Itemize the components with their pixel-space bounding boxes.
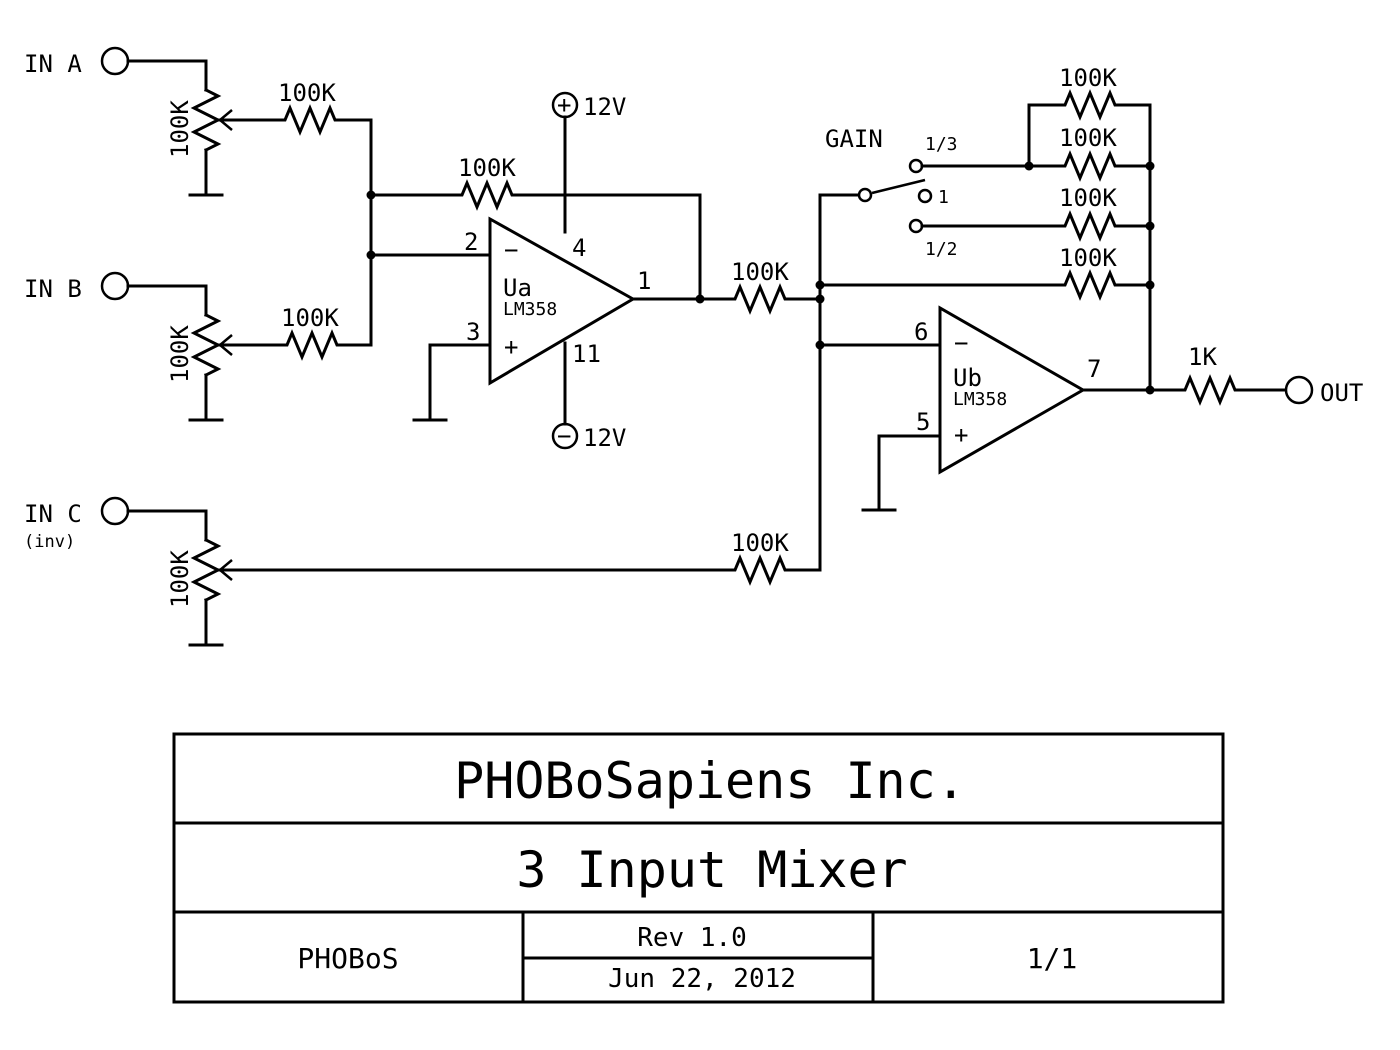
opamp-ua-plus: + bbox=[504, 333, 518, 361]
junction-dot bbox=[1145, 280, 1155, 290]
gain-resistor-2 bbox=[1058, 152, 1122, 180]
input-a-label: IN A bbox=[24, 50, 82, 78]
junction-dot bbox=[815, 294, 825, 304]
gain-resistor-2-value: 100K bbox=[1059, 124, 1117, 152]
input-c-sublabel: (inv) bbox=[24, 532, 75, 552]
ua-feedback-resistor bbox=[455, 181, 519, 209]
opamp-ub-pin7: 7 bbox=[1087, 355, 1101, 383]
opamp-ub-name: Ub bbox=[953, 364, 982, 392]
revision: Rev 1.0 bbox=[637, 923, 747, 953]
sheet-number: 1/1 bbox=[1027, 942, 1078, 975]
resistor-a bbox=[278, 106, 342, 134]
author: PHOBoS bbox=[297, 942, 398, 975]
opamp-ua-pin3: 3 bbox=[466, 318, 480, 346]
input-b-section: IN B 100K 100K bbox=[24, 271, 373, 422]
gain-switch-pos-1-3[interactable] bbox=[908, 158, 924, 174]
output-jack[interactable] bbox=[1284, 375, 1314, 405]
input-a-section: IN A 100K 100K bbox=[24, 46, 373, 347]
ua-feedback-resistor-value: 100K bbox=[458, 154, 516, 182]
input-c-jack[interactable] bbox=[100, 496, 130, 526]
input-a-jack[interactable] bbox=[100, 46, 130, 76]
opamp-ua-triangle bbox=[488, 216, 637, 386]
wire bbox=[126, 284, 208, 317]
pot-a-zigzag bbox=[190, 87, 222, 153]
resistor-a-value: 100K bbox=[278, 79, 336, 107]
wire bbox=[515, 193, 702, 301]
opamp-ua-part: LM358 bbox=[503, 299, 557, 320]
gain-switch-label: GAIN bbox=[825, 125, 883, 153]
opamp-ua-pin2: 2 bbox=[464, 228, 478, 256]
opamp-ua-pin1: 1 bbox=[637, 267, 651, 295]
wire bbox=[1027, 103, 1062, 168]
output-resistor bbox=[1178, 376, 1242, 404]
title-block-frame bbox=[172, 732, 1225, 1004]
wire bbox=[126, 59, 208, 92]
opamp-ub-minus: − bbox=[954, 329, 968, 357]
wire bbox=[1118, 103, 1152, 392]
gain-resistor-1 bbox=[1058, 91, 1122, 119]
wire bbox=[877, 434, 942, 512]
gain-resistor-3-value: 100K bbox=[1059, 184, 1117, 212]
wire bbox=[126, 509, 208, 542]
input-c-label: IN C bbox=[24, 500, 82, 528]
junction-dot bbox=[1145, 385, 1155, 395]
ua-output-resistor bbox=[728, 285, 792, 313]
gain-switch-pos-1-2[interactable] bbox=[908, 218, 924, 234]
gain-resistor-3 bbox=[1058, 212, 1122, 240]
pot-a-value: 100K bbox=[166, 100, 194, 158]
opamp-ub: − + Ub LM358 6 5 7 bbox=[914, 305, 1101, 475]
gain-resistor-4 bbox=[1058, 271, 1122, 299]
supply-negative-label: 12V bbox=[583, 424, 626, 452]
input-b-jack[interactable] bbox=[100, 271, 130, 301]
opamp-ua: − + Ua LM358 2 3 1 4 11 bbox=[464, 216, 651, 386]
supply-negative-symbol: − bbox=[557, 422, 571, 450]
gain-switch-pos-1-2-label: 1/2 bbox=[925, 239, 958, 260]
opamp-ua-pin4: 4 bbox=[572, 234, 586, 262]
junction-dot bbox=[695, 294, 705, 304]
junction-dot bbox=[1145, 161, 1155, 171]
wire bbox=[788, 193, 822, 572]
gain-switch-pos-1-3-label: 1/3 bbox=[925, 134, 958, 155]
date: Jun 22, 2012 bbox=[608, 964, 796, 994]
resistor-c bbox=[728, 556, 792, 584]
input-c-section: IN C (inv) 100K 100K bbox=[24, 193, 822, 647]
resistor-b-value: 100K bbox=[281, 304, 339, 332]
opamp-ub-plus: + bbox=[954, 421, 968, 449]
resistor-c-value: 100K bbox=[731, 529, 789, 557]
pot-c-zigzag bbox=[190, 537, 222, 603]
output-label: OUT bbox=[1320, 379, 1363, 407]
supply-positive-label: 12V bbox=[583, 93, 626, 121]
pot-c-value: 100K bbox=[166, 550, 194, 608]
opamp-ub-part: LM358 bbox=[953, 389, 1007, 410]
input-b-label: IN B bbox=[24, 275, 82, 303]
opamp-ub-triangle bbox=[938, 305, 1087, 475]
resistor-b bbox=[280, 331, 344, 359]
gain-switch-lever[interactable] bbox=[871, 178, 926, 195]
wire bbox=[338, 118, 373, 347]
gain-resistor-1-value: 100K bbox=[1059, 64, 1117, 92]
gain-switch-pos-1-label: 1 bbox=[938, 187, 949, 208]
opamp-ub-pin6: 6 bbox=[914, 318, 928, 346]
pot-b-zigzag bbox=[190, 312, 222, 378]
opamp-ub-pin5: 5 bbox=[916, 408, 930, 436]
title-block: PHOBoSapiens Inc. 3 Input Mixer PHOBoS R… bbox=[172, 732, 1225, 1004]
schematic-title: 3 Input Mixer bbox=[516, 841, 907, 899]
opamp-ua-name: Ua bbox=[503, 274, 532, 302]
opamp-ua-pin11: 11 bbox=[572, 340, 601, 368]
junction-dot bbox=[1145, 221, 1155, 231]
gain-resistor-4-value: 100K bbox=[1059, 244, 1117, 272]
output-resistor-value: 1K bbox=[1188, 343, 1217, 371]
gain-switch-common[interactable] bbox=[857, 187, 873, 203]
opamp-ua-minus: − bbox=[504, 236, 518, 264]
ua-output-resistor-value: 100K bbox=[731, 258, 789, 286]
company-name: PHOBoSapiens Inc. bbox=[454, 752, 966, 810]
wire bbox=[428, 343, 492, 422]
pot-b-value: 100K bbox=[166, 325, 194, 383]
supply-positive-symbol: + bbox=[557, 91, 571, 119]
gain-switch-pos-1[interactable] bbox=[917, 188, 933, 204]
